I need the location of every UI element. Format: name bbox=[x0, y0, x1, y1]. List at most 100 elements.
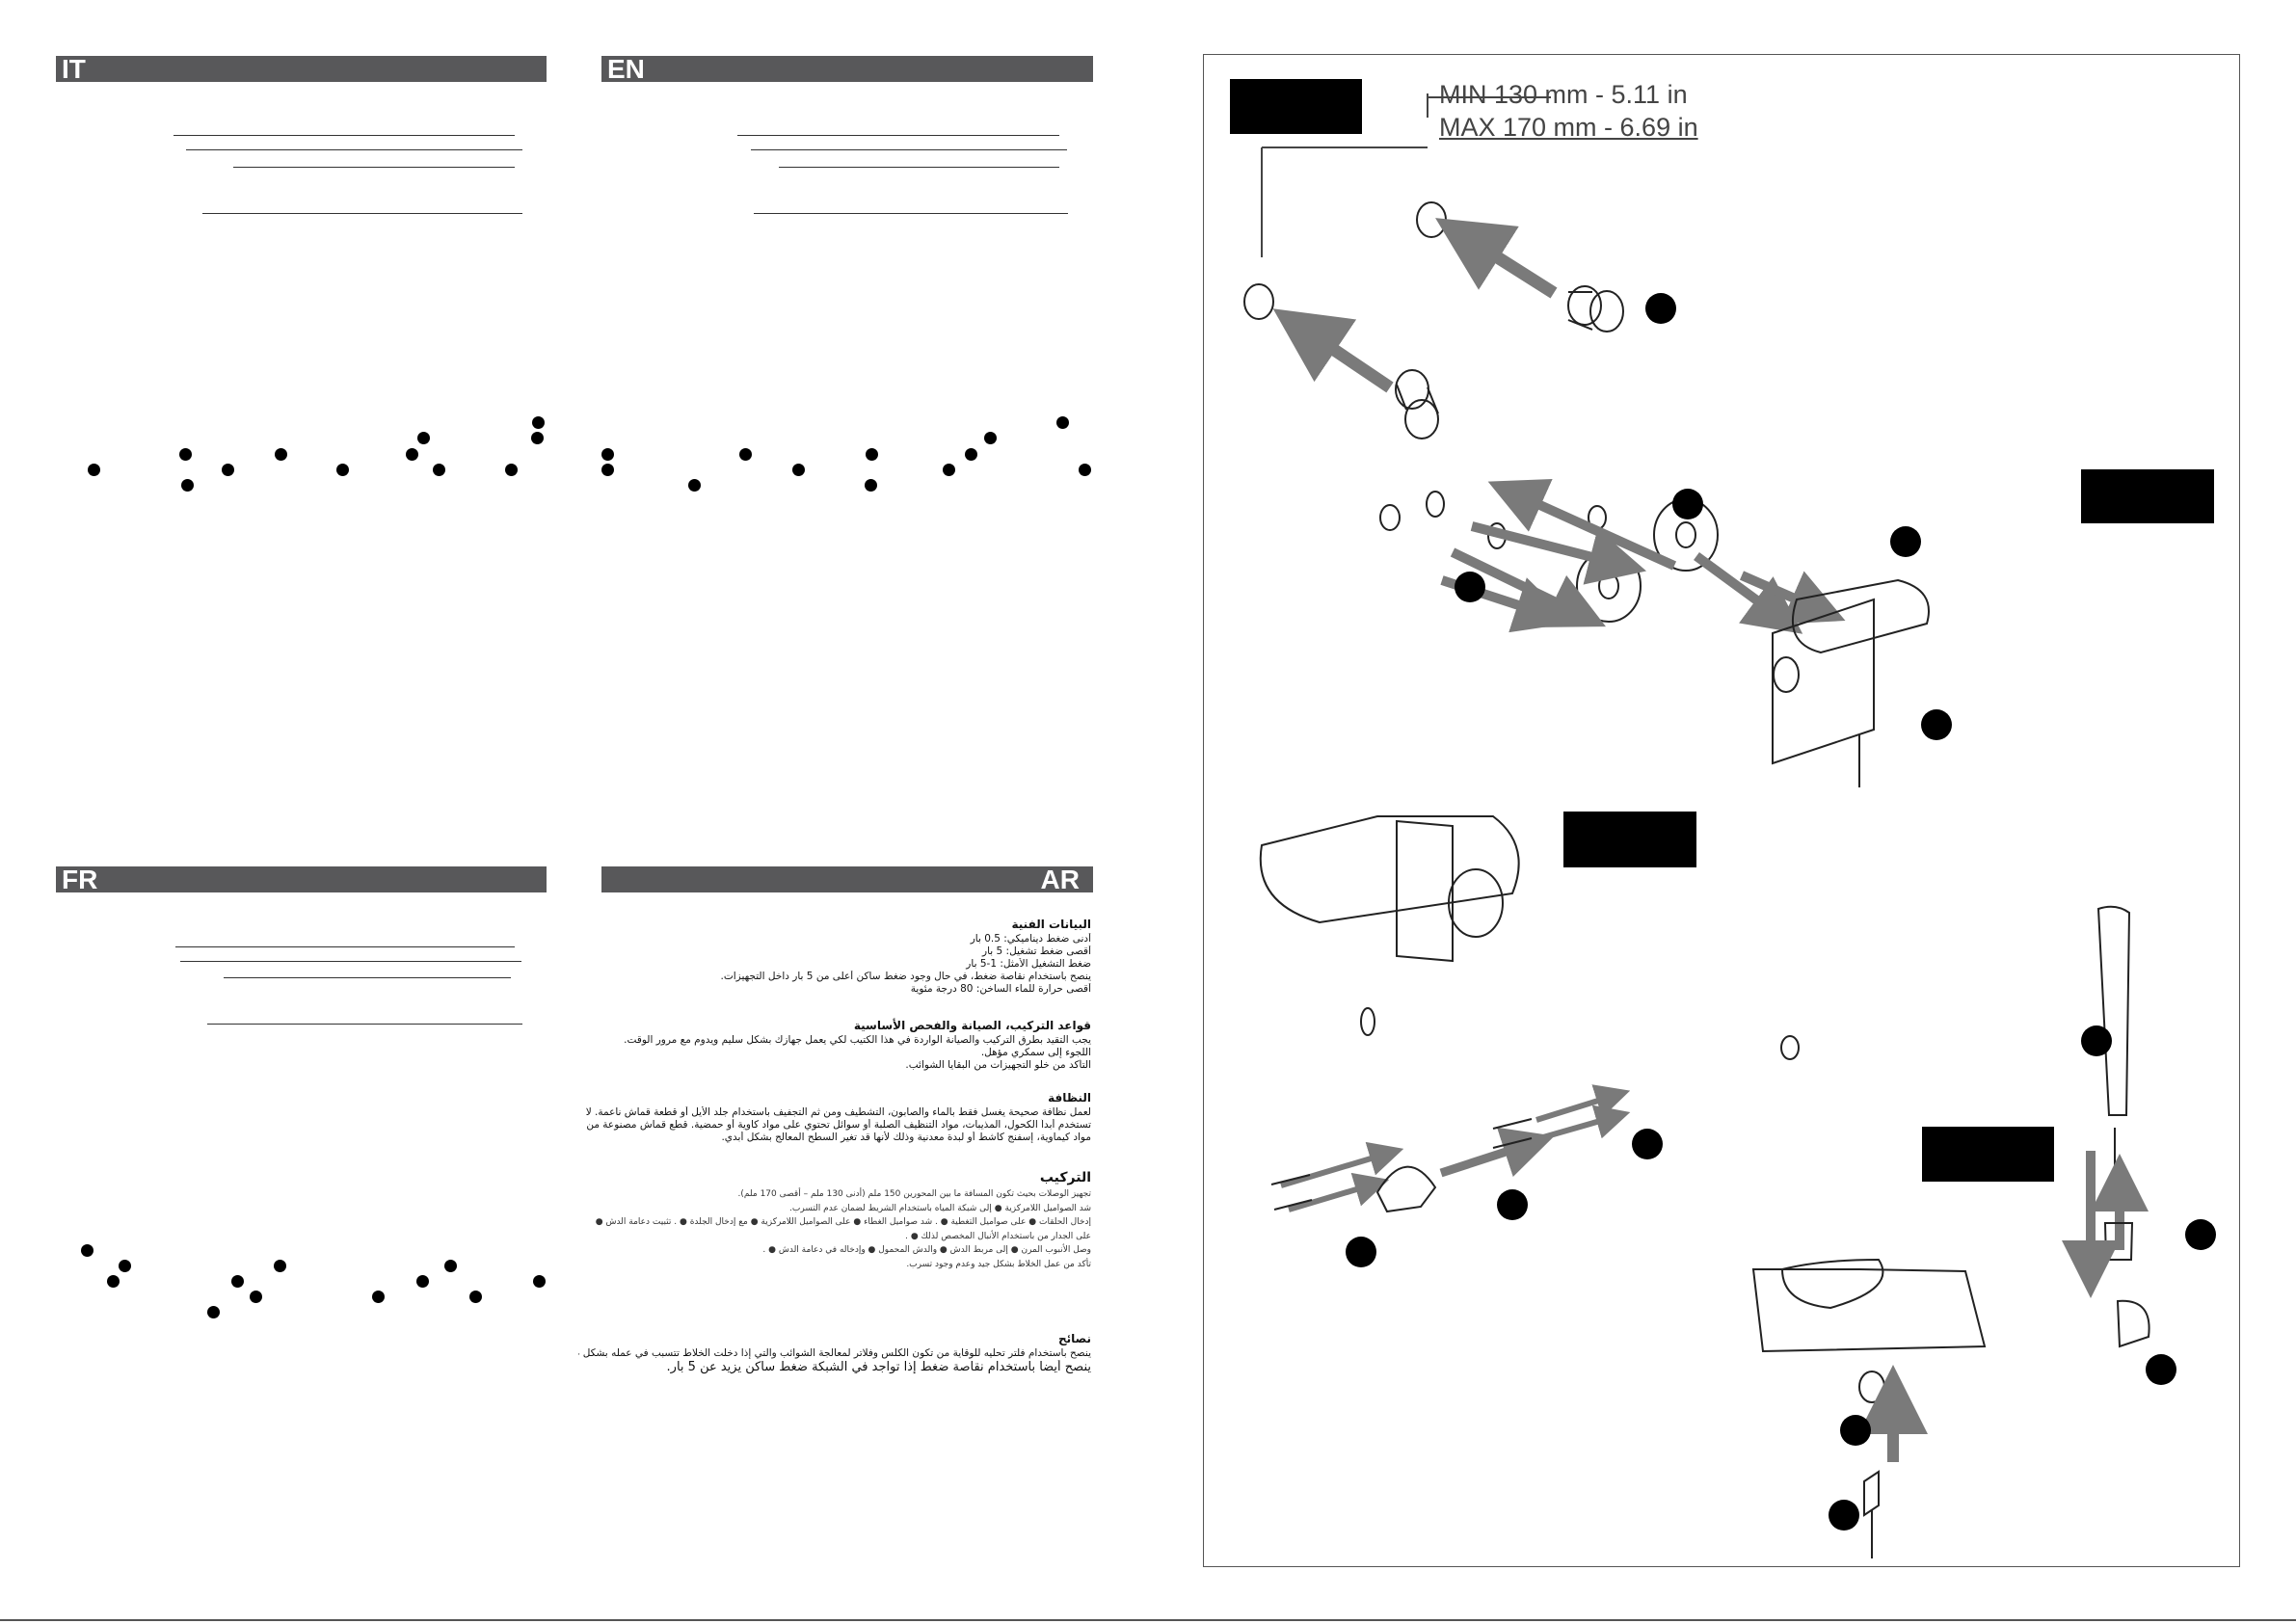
it-rule-2 bbox=[186, 149, 522, 150]
fr-rule-4 bbox=[207, 1024, 522, 1025]
wall-outlet-right bbox=[1416, 201, 1447, 238]
section-header-fr: FR bbox=[56, 865, 547, 894]
fr-marker-dot bbox=[444, 1260, 457, 1272]
fr-rule-3 bbox=[224, 977, 511, 978]
it-marker-dot bbox=[222, 464, 234, 476]
ar-tech-block: البيانات الفنية أدنى ضغط ديناميكي: 0.5 ب… bbox=[578, 918, 1091, 996]
en-marker-dot bbox=[1056, 416, 1069, 429]
ar-clean-line: لعمل نظافة صحيحة يغسل فقط بالماء والصابو… bbox=[585, 1106, 1091, 1118]
fr-marker-dot bbox=[533, 1275, 546, 1288]
ar-rules-title: قواعد التركيب، الصيانة والفحص الأساسية bbox=[853, 1019, 1091, 1032]
ar-tech-line: أقصى حرارة للماء الساخن: 80 درجة مئوية bbox=[910, 983, 1091, 995]
en-marker-dot bbox=[601, 464, 614, 476]
ar-install-line: على الجدار من باستخدام الأنبال المخصص لذ… bbox=[905, 1231, 1091, 1241]
ar-tech-line: أقصى ضغط تشغيل: 5 بار bbox=[982, 945, 1091, 957]
ar-tips-line: ينصح أيضا باستخدام نقاصة ضغط إذا تواجد ف… bbox=[666, 1360, 1091, 1374]
section-code-en: EN bbox=[607, 54, 645, 84]
page-bottom-line bbox=[0, 1619, 2296, 1621]
ar-tips-title: نصائح bbox=[1058, 1332, 1091, 1345]
ar-clean-title: النظافة bbox=[1048, 1091, 1091, 1105]
min-distance-label: MIN 130 mm - 5.11 in bbox=[1439, 80, 1688, 109]
it-marker-dot bbox=[406, 448, 418, 461]
en-marker-dot bbox=[1079, 464, 1091, 476]
step-label-box-4 bbox=[1922, 1127, 2054, 1182]
it-marker-dot bbox=[181, 479, 194, 492]
it-rule-3 bbox=[233, 167, 515, 168]
it-rule-4 bbox=[202, 213, 522, 214]
ar-install-line: إدخال الحلقات ● على صواميل التغطية ● . ش… bbox=[595, 1217, 1091, 1227]
ar-install-title: التركيب bbox=[1039, 1170, 1091, 1185]
en-marker-dot bbox=[943, 464, 955, 476]
ar-install-line: تجهيز الوصلات بحيث تكون المسافة ما بين ا… bbox=[737, 1189, 1091, 1199]
ar-clean-block: النظافة لعمل نظافة صحيحة يغسل فقط بالماء… bbox=[578, 1091, 1091, 1144]
ar-tech-line: ينصح باستخدام نقاصة ضغط، في حال وجود ضغط… bbox=[720, 971, 1091, 982]
ar-rules-line: يجب التقيد بطرق التركيب والصيانة الواردة… bbox=[624, 1034, 1091, 1046]
section-code-ar: AR bbox=[1040, 865, 1080, 894]
en-rule-2 bbox=[751, 149, 1067, 150]
fr-marker-dot bbox=[250, 1291, 262, 1303]
wall-outlet-left bbox=[1243, 283, 1274, 320]
it-marker-dot bbox=[433, 464, 445, 476]
fr-marker-dot bbox=[231, 1275, 244, 1288]
ar-tech-line: ضغط التشغيل الأمثل: 1-5 بار bbox=[966, 958, 1091, 970]
en-marker-dot bbox=[601, 448, 614, 461]
it-marker-dot bbox=[505, 464, 518, 476]
fr-marker-dot bbox=[372, 1291, 385, 1303]
ar-clean-line: تستخدم أبداً الكحول، المذيبات، مواد التن… bbox=[586, 1119, 1091, 1131]
section-header-ar: AR bbox=[601, 865, 1093, 894]
en-marker-dot bbox=[866, 448, 878, 461]
step-label-box-1 bbox=[1230, 79, 1362, 134]
en-rule-4 bbox=[754, 213, 1068, 214]
it-marker-dot bbox=[88, 464, 100, 476]
en-marker-dot bbox=[965, 448, 977, 461]
mixer-plate-4 bbox=[1751, 1268, 1987, 1353]
ar-install-line: شد الصواميل اللامركزية ● إلى شبكة المياه… bbox=[789, 1203, 1091, 1213]
mixer-plate-1 bbox=[1772, 598, 1875, 765]
installation-diagram-panel: MIN 130 mm - 5.11 in MAX 170 mm - 6.69 i… bbox=[1203, 54, 2240, 1567]
en-marker-dot bbox=[739, 448, 752, 461]
mixer-body-3 bbox=[1259, 815, 1520, 924]
ar-clean-line: مواد كيماوية، إسفنج كاشط أو لبدة معدنية … bbox=[721, 1131, 1091, 1143]
fr-marker-dot bbox=[416, 1275, 429, 1288]
it-rule-1 bbox=[174, 135, 515, 136]
section-header-it: IT bbox=[56, 54, 547, 84]
ar-install-line: تأكد من عمل الخلاط بشكل جيد وعدم وجود تس… bbox=[906, 1259, 1091, 1269]
fr-marker-dot bbox=[207, 1306, 220, 1318]
it-marker-dot bbox=[336, 464, 349, 476]
step-label-box-2 bbox=[2081, 469, 2214, 523]
section-code-fr: FR bbox=[62, 865, 98, 894]
ar-install-block: التركيب تجهيز الوصلات بحيث تكون المسافة … bbox=[578, 1170, 1091, 1271]
en-marker-dot bbox=[688, 479, 701, 492]
ar-rules-block: قواعد التركيب، الصيانة والفحص الأساسية ي… bbox=[578, 1019, 1091, 1072]
ar-tips-line: ينصح باستخدام فلتر تحليه للوقاية من تكون… bbox=[578, 1347, 1091, 1359]
it-marker-dot bbox=[275, 448, 287, 461]
it-marker-dot bbox=[531, 432, 544, 444]
en-marker-dot bbox=[984, 432, 997, 444]
ar-tips-block: نصائح ينصح باستخدام فلتر تحليه للوقاية م… bbox=[578, 1332, 1091, 1375]
hand-shower bbox=[2096, 905, 2131, 1116]
ar-rules-line: اللجوء إلى سمكري مؤهل. bbox=[980, 1047, 1091, 1058]
section-header-en: EN bbox=[601, 54, 1093, 84]
fr-marker-dot bbox=[274, 1260, 286, 1272]
fr-rule-1 bbox=[175, 946, 515, 947]
it-marker-dot bbox=[417, 432, 430, 444]
en-rule-1 bbox=[737, 135, 1059, 136]
shower-holder bbox=[1375, 1165, 1437, 1213]
ar-tech-line: أدنى ضغط ديناميكي: 0.5 بار bbox=[970, 933, 1091, 945]
fr-marker-dot bbox=[107, 1275, 120, 1288]
ar-rules-line: التأكد من خلو التجهيزات من البقايا الشوا… bbox=[905, 1059, 1091, 1071]
fr-marker-dot bbox=[119, 1260, 131, 1272]
step-label-box-3 bbox=[1563, 812, 1696, 867]
max-distance-label: MAX 170 mm - 6.69 in bbox=[1439, 113, 1698, 142]
ar-install-line: وصل الأنبوب المرن ● إلى مربط الدش ● والد… bbox=[762, 1245, 1091, 1255]
section-code-it: IT bbox=[62, 54, 86, 84]
ar-tech-title: البيانات الفنية bbox=[1011, 918, 1092, 931]
it-marker-dot bbox=[179, 448, 192, 461]
en-marker-dot bbox=[865, 479, 877, 492]
en-rule-3 bbox=[779, 167, 1059, 168]
fr-marker-dot bbox=[81, 1244, 93, 1257]
fr-rule-2 bbox=[180, 961, 521, 962]
it-marker-dot bbox=[532, 416, 545, 429]
installation-drawing bbox=[1243, 93, 2216, 1558]
en-marker-dot bbox=[792, 464, 805, 476]
